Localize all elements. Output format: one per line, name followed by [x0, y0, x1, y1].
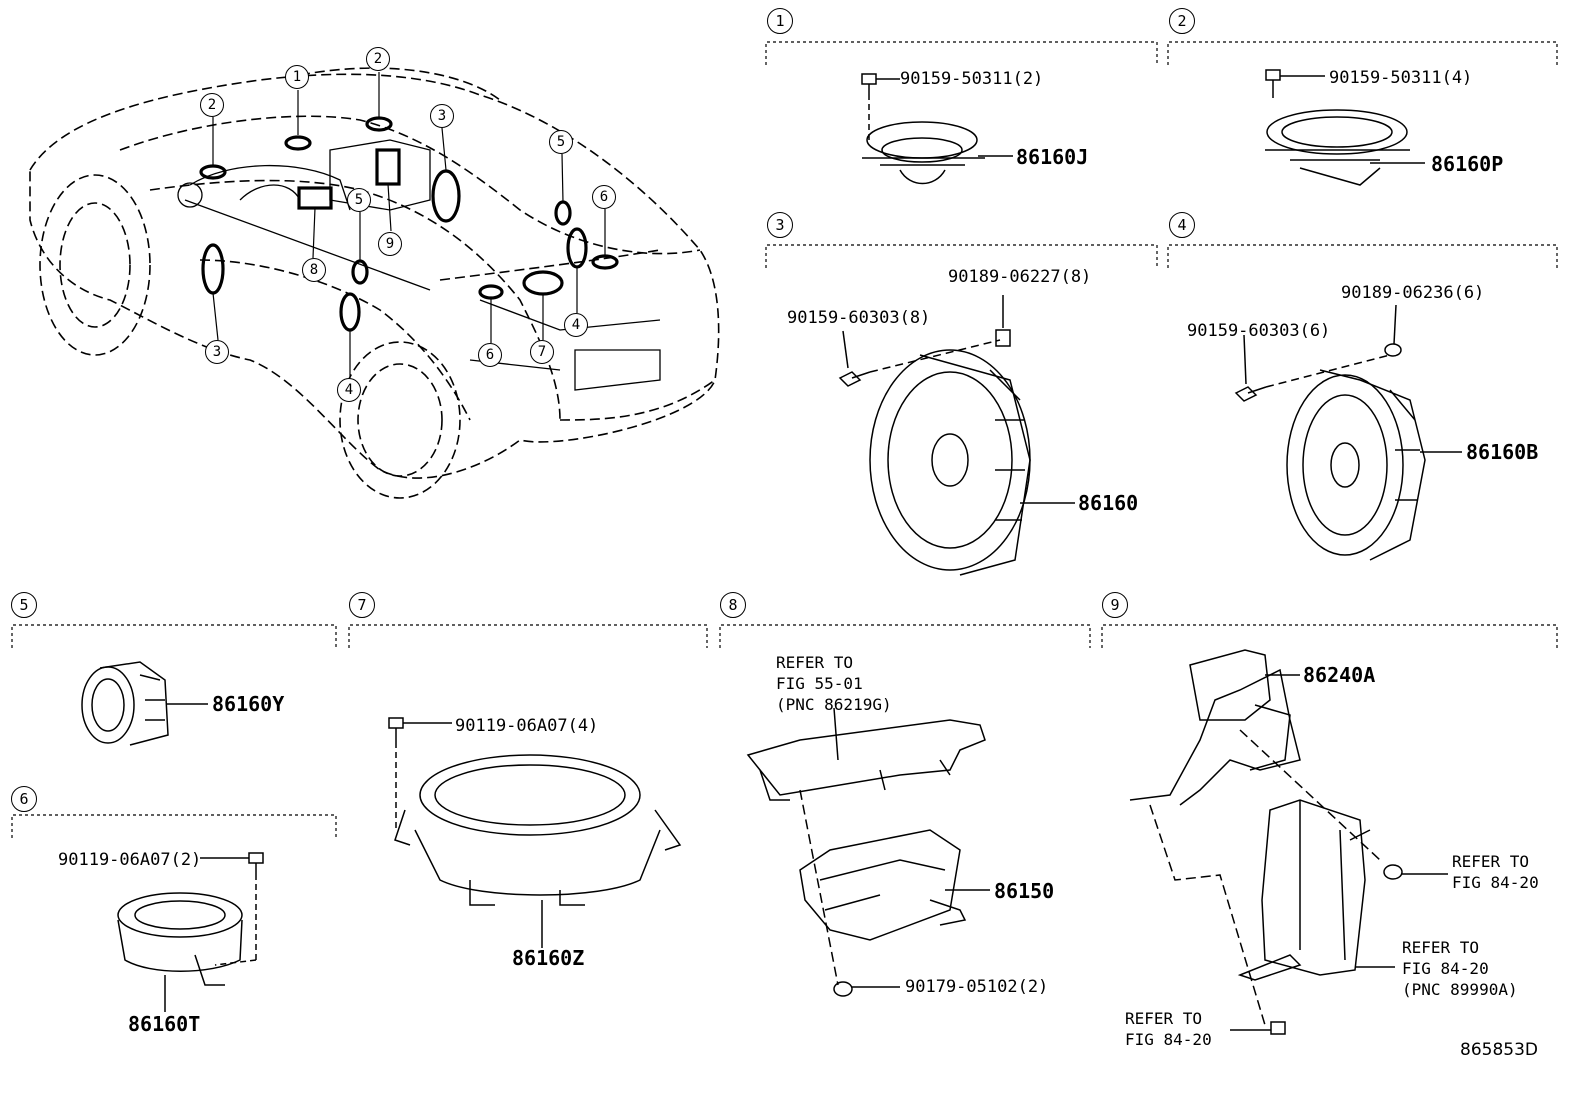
- s9-part-number: 86240A: [1303, 663, 1376, 687]
- part-86240A-drawing: [1129, 649, 1448, 1035]
- wheels: [39, 174, 461, 499]
- overview-callout-9: 9: [378, 232, 402, 256]
- part-86160Y-drawing: [81, 661, 208, 746]
- s4-part-number: 86160B: [1466, 440, 1539, 464]
- s9-refer-note-1: REFER TO FIG 84-20: [1452, 852, 1539, 892]
- s7-part-number: 86160Z: [512, 946, 585, 970]
- section-number-6: 6: [11, 786, 37, 812]
- s1-part-number: 86160J: [1016, 145, 1089, 169]
- overview-callout-7: 7: [530, 340, 554, 364]
- section-brackets: [11, 41, 1558, 838]
- overview-callout-1: 1: [285, 65, 309, 89]
- overview-callout-3a: 3: [430, 104, 454, 128]
- s4-nut-label: 90189-06236(6): [1341, 283, 1485, 303]
- section-number-8: 8: [720, 592, 746, 618]
- s8-part-number: 86150: [994, 879, 1055, 903]
- s3-screw-label: 90159-60303(8): [787, 308, 931, 328]
- s7-bolt-label: 90119-06A07(4): [455, 716, 599, 736]
- s8-nut-label: 90179-05102(2): [905, 977, 1049, 997]
- s3-nut-label: 90189-06227(8): [948, 267, 1092, 287]
- overview-callout-3b: 3: [205, 340, 229, 364]
- overview-callout-6a: 6: [592, 185, 616, 209]
- overview-callout-2b: 2: [366, 47, 390, 71]
- overview-callout-4b: 4: [564, 313, 588, 337]
- s4-screw-label: 90159-60303(6): [1187, 321, 1331, 341]
- vehicle-overview: [29, 67, 720, 479]
- interior-lines: [177, 139, 661, 391]
- s9-refer-note-3: REFER TO FIG 84-20: [1125, 1009, 1212, 1049]
- section-number-2: 2: [1169, 8, 1195, 34]
- part-86150-drawing: [746, 707, 990, 997]
- s9-refer-note-2: REFER TO FIG 84-20 (PNC 89990A): [1402, 938, 1518, 999]
- overview-callout-2a: 2: [200, 93, 224, 117]
- overview-callout-4a: 4: [337, 378, 361, 402]
- part-86160P-drawing: [1265, 69, 1425, 186]
- s1-bolt-label: 90159-50311(2): [900, 69, 1044, 89]
- part-86160-drawing: [838, 295, 1075, 576]
- overview-callout-8: 8: [302, 258, 326, 282]
- s6-part-number: 86160T: [128, 1012, 201, 1036]
- overview-callout-5a: 5: [549, 130, 573, 154]
- s5-part-number: 86160Y: [212, 692, 285, 716]
- s3-part-number: 86160: [1078, 491, 1139, 515]
- part-86160J-drawing: [861, 73, 1013, 185]
- overview-leaders: [212, 72, 606, 378]
- part-86160T-drawing: [117, 852, 264, 1012]
- section-number-1: 1: [767, 8, 793, 34]
- part-86160B-drawing: [1234, 304, 1462, 561]
- section-number-5: 5: [11, 592, 37, 618]
- section-number-7: 7: [349, 592, 375, 618]
- section-number-4: 4: [1169, 212, 1195, 238]
- s8-refer-note: REFER TO FIG 55-01 (PNC 86219G): [776, 653, 892, 714]
- part-86160Z-drawing: [388, 717, 682, 948]
- s2-bolt-label: 90159-50311(4): [1329, 68, 1473, 88]
- section-number-3: 3: [767, 212, 793, 238]
- figure-code: 865853D: [1460, 1040, 1538, 1060]
- section-number-9: 9: [1102, 592, 1128, 618]
- s2-part-number: 86160P: [1431, 152, 1504, 176]
- s6-bolt-label: 90119-06A07(2): [58, 850, 202, 870]
- overview-callout-5b: 5: [347, 188, 371, 212]
- overview-callout-6b: 6: [478, 343, 502, 367]
